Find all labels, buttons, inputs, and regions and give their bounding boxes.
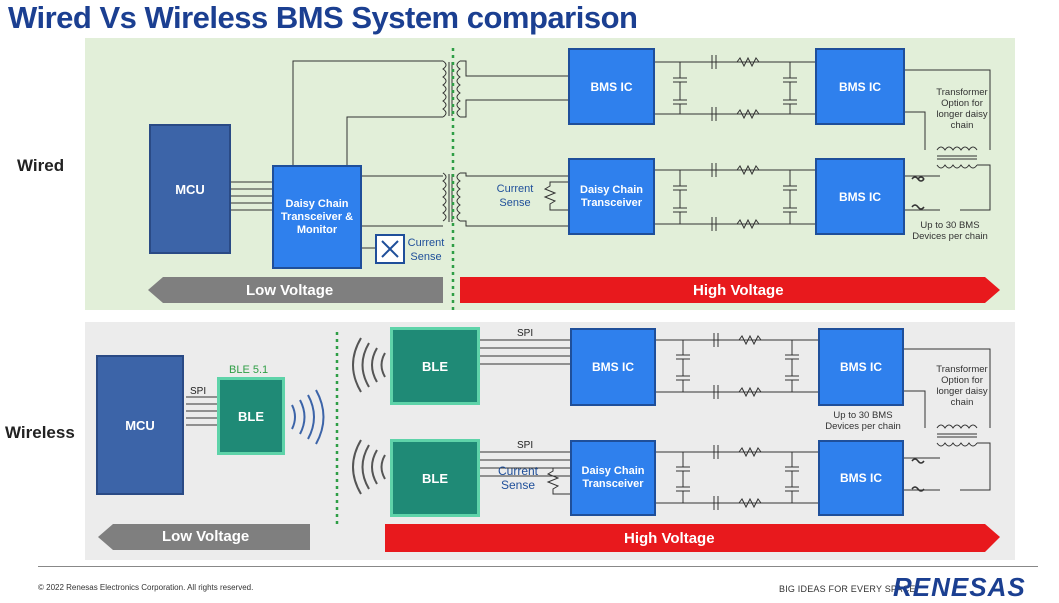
wireless-daisy-chain-transceiver: Daisy Chain Transceiver	[570, 440, 656, 516]
row-label-wireless: Wireless	[5, 423, 75, 442]
wired-mcu-block: MCU	[149, 124, 231, 254]
wireless-ble-version-label: BLE 5.1	[229, 364, 269, 376]
copyright-text: © 2022 Renesas Electronics Corporation. …	[38, 583, 254, 592]
wired-low-voltage-label: Low Voltage	[246, 282, 334, 299]
wireless-spi-label-mcu: SPI	[190, 386, 207, 397]
wireless-high-voltage-label: High Voltage	[624, 530, 715, 547]
wireless-bms-ic-1: BMS IC	[570, 328, 656, 406]
wired-daisy-chain-transceiver-monitor: Daisy Chain Transceiver & Monitor	[272, 165, 362, 269]
wireless-ble-mcu-block: BLE	[217, 377, 285, 455]
row-label-wired: Wired	[17, 156, 65, 175]
wired-up-to-30-note: Up to 30 BMS Devices per chain	[912, 220, 988, 242]
wireless-mcu-block: MCU	[96, 355, 184, 495]
wireless-low-voltage-label: Low Voltage	[162, 528, 250, 545]
wireless-current-sense-label: Current Sense	[497, 464, 538, 492]
wireless-ble-block-1: BLE	[390, 327, 480, 405]
footer-divider	[38, 566, 1038, 567]
wireless-bms-ic-3: BMS IC	[818, 440, 904, 516]
wired-transformer-note: Transformer Option for longer daisy chai…	[936, 87, 988, 131]
wireless-bms-ic-2: BMS IC	[818, 328, 904, 406]
page-title: Wired Vs Wireless BMS System comparison	[8, 0, 638, 35]
wired-high-voltage-label: High Voltage	[693, 282, 784, 299]
wired-current-sense-label: Current Sense	[496, 183, 534, 209]
wired-daisy-chain-transceiver: Daisy Chain Transceiver	[568, 158, 655, 235]
wireless-spi-label-2: SPI	[517, 440, 534, 451]
wireless-ble-block-2: BLE	[390, 439, 480, 517]
wired-bms-ic-2: BMS IC	[815, 48, 905, 125]
wired-bms-ic-1: BMS IC	[568, 48, 655, 125]
tagline-text: BIG IDEAS FOR EVERY SPACE	[779, 584, 916, 594]
wireless-spi-label-1: SPI	[517, 328, 534, 339]
wireless-up-to-30-note: Up to 30 BMS Devices per chain	[825, 410, 901, 432]
renesas-logo: RENESAS	[893, 572, 1026, 602]
wireless-transformer-note: Transformer Option for longer daisy chai…	[936, 364, 988, 408]
wired-current-sense-main-label: Current Sense	[407, 237, 445, 263]
wired-bms-ic-3: BMS IC	[815, 158, 905, 235]
